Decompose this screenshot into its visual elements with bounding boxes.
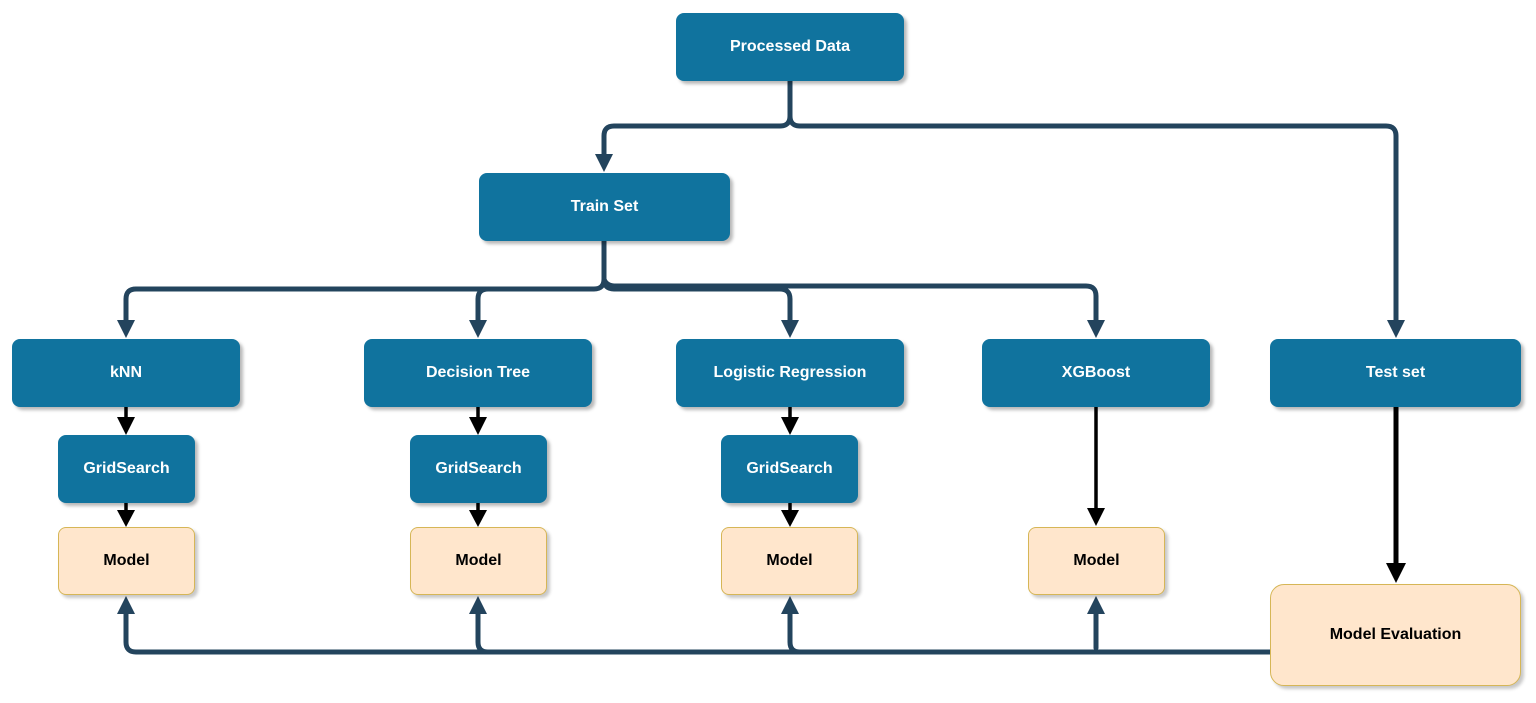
arrowhead-model-dt [469,596,487,614]
arrowhead-train-set [595,154,613,172]
node-decision-tree: Decision Tree [364,339,592,407]
arrowhead-model-xgb [1087,596,1105,614]
node-knn: kNN [12,339,240,407]
node-gridsearch-logistic-regression: GridSearch [721,435,858,503]
edge-evaluation-to-models [123,609,1273,655]
arrowhead-model-evaluation [1386,563,1406,583]
node-train-set: Train Set [479,173,730,241]
node-gridsearch-knn: GridSearch [58,435,195,503]
arrowhead-model-knn-top [117,510,135,527]
edge-train-to-knn [123,238,607,325]
arrowhead-model-lr [781,596,799,614]
arrowhead-gridsearch-lr [781,417,799,435]
arrowhead-test-set [1387,320,1405,338]
node-gridsearch-decision-tree: GridSearch [410,435,547,503]
node-processed-data: Processed Data [676,13,904,81]
arrowhead-model-dt-top [469,510,487,527]
arrowhead-model-xgb-top [1087,508,1105,526]
arrowhead-logistic-regression [781,320,799,338]
arrowhead-gridsearch-knn [117,417,135,435]
edge-processed-to-test [787,113,1399,325]
node-logistic-regression: Logistic Regression [676,339,904,407]
arrowhead-model-lr-top [781,510,799,527]
arrowhead-decision-tree [469,320,487,338]
arrowhead-model-knn [117,596,135,614]
edge-processed-to-train [601,78,793,159]
node-test-set: Test set [1270,339,1521,407]
node-model-decision-tree: Model [410,527,547,595]
node-model-logistic-regression: Model [721,527,858,595]
edge-evaluation-to-model-dt [475,609,491,655]
edge-evaluation-to-model-lr [787,609,803,655]
edge-train-to-xgboost [601,276,1099,325]
node-model-knn: Model [58,527,195,595]
arrowhead-xgboost [1087,320,1105,338]
edge-train-to-decision-tree [475,286,491,325]
node-model-xgboost: Model [1028,527,1165,595]
arrowhead-knn [117,320,135,338]
arrowhead-gridsearch-dt [469,417,487,435]
node-xgboost: XGBoost [982,339,1210,407]
node-model-evaluation: Model Evaluation [1270,584,1521,686]
